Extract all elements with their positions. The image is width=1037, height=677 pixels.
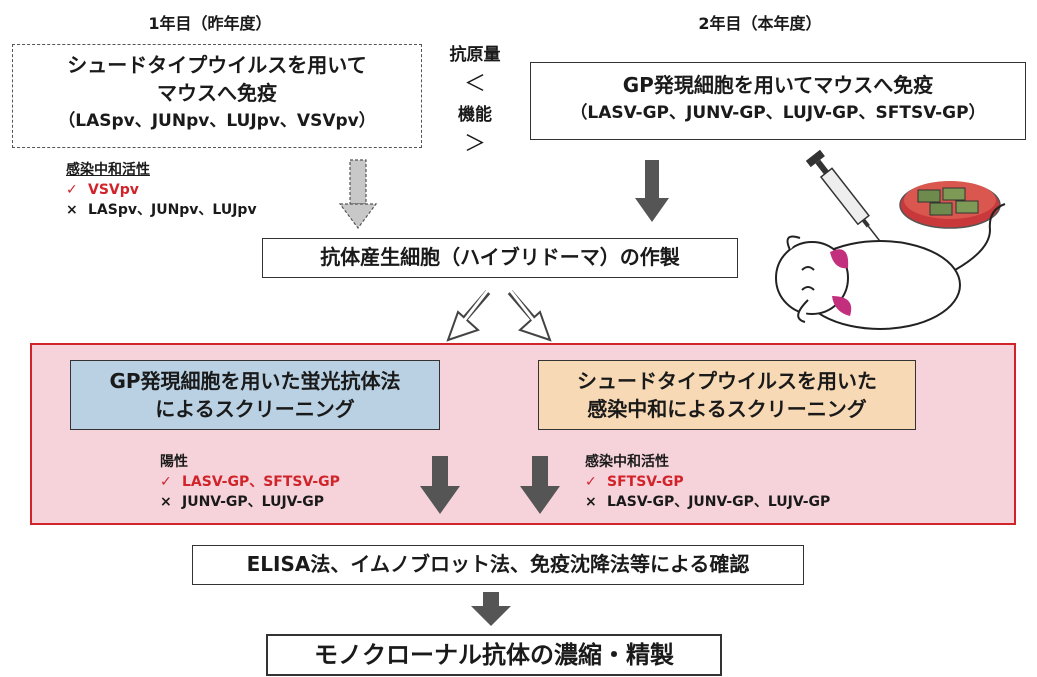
year2-box: GP発現細胞を用いてマウスへ免疫 （LASV-GP、JUNV-GP、LUJV-G… xyxy=(530,62,1026,140)
year2-heading: 2年目（本年度） xyxy=(698,14,822,33)
year1-check-text: VSVpv xyxy=(88,182,139,198)
screen-right-cross-item: × LASV-GP、JUNV-GP、LUJV-GP xyxy=(585,492,830,512)
dashed-down-arrow xyxy=(338,159,378,229)
year1-line3: （LASpv、JUNpv、LUJpv、VSVpv） xyxy=(58,111,376,131)
screen-left-check-text: LASV-GP、SFTSV-GP xyxy=(182,474,340,490)
comparison-bottom: 機能 xyxy=(458,105,492,125)
screen-left-check-item: ✓ LASV-GP、SFTSV-GP xyxy=(160,472,340,492)
year1-cross-item: × LASpv、JUNpv、LUJpv xyxy=(66,200,257,220)
final-text: モノクローナル抗体の濃縮・精製 xyxy=(314,641,674,669)
year1-results: 感染中和活性 ✓ VSVpv × LASpv、JUNpv、LUJpv xyxy=(66,160,257,220)
cross-icon: × xyxy=(160,494,172,510)
year1-result-title: 感染中和活性 xyxy=(66,162,150,178)
screen-right-result-title: 感染中和活性 xyxy=(585,454,669,470)
screen-right-cross-text: LASV-GP、JUNV-GP、LUJV-GP xyxy=(607,494,831,510)
screen-left-cross-item: × JUNV-GP、LUJV-GP xyxy=(160,492,340,512)
screen-left-result-title: 陽性 xyxy=(160,454,188,470)
split-arrow-right xyxy=(507,289,552,342)
hybridoma-box: 抗体産生細胞（ハイブリドーマ）の作製 xyxy=(262,238,738,278)
syringe-icon xyxy=(805,149,890,254)
hybridoma-text: 抗体産生細胞（ハイブリドーマ）の作製 xyxy=(320,245,680,269)
confirm-text: ELISA法、イムノブロット法、免疫沈降法等による確認 xyxy=(246,552,750,576)
check-icon: ✓ xyxy=(585,474,597,490)
final-box: モノクローナル抗体の濃縮・精製 xyxy=(266,634,722,676)
cross-icon: × xyxy=(585,494,597,510)
comparison: 抗原量 ＜ 機能 ＞ xyxy=(430,40,520,160)
year2-line2: （LASV-GP、JUNV-GP、LUJV-GP、SFTSV-GP） xyxy=(570,103,986,123)
screen-left-cross-text: JUNV-GP、LUJV-GP xyxy=(182,494,325,510)
down-arrow xyxy=(635,160,669,222)
screen-right-box: シュードタイプウイルスを用いた 感染中和によるスクリーニング xyxy=(538,360,916,430)
cross-icon: × xyxy=(66,202,78,218)
comparison-top: 抗原量 xyxy=(449,45,501,65)
down-arrow xyxy=(471,592,511,626)
mouse-illustration xyxy=(775,203,1006,330)
screen-right-check-text: SFTSV-GP xyxy=(607,474,684,490)
check-icon: ✓ xyxy=(66,182,78,198)
screen-left-results: 陽性 ✓ LASV-GP、SFTSV-GP × JUNV-GP、LUJV-GP xyxy=(160,452,340,512)
less-than-icon: ＜ xyxy=(463,72,486,97)
confirm-box: ELISA法、イムノブロット法、免疫沈降法等による確認 xyxy=(192,545,804,585)
year1-check-item: ✓ VSVpv xyxy=(66,180,257,200)
year2-line1: GP発現細胞を用いてマウスへ免疫 xyxy=(622,73,934,97)
year1-box: シュードタイプウイルスを用いて マウスへ免疫 （LASpv、JUNpv、LUJp… xyxy=(12,44,422,148)
year1-line1: シュードタイプウイルスを用いて xyxy=(67,53,367,77)
screen-left-line2: によるスクリーニング xyxy=(155,397,355,421)
screen-left-line1: GP発現細胞を用いた蛍光抗体法 xyxy=(109,369,401,393)
greater-than-icon: ＞ xyxy=(463,132,486,157)
screen-right-results: 感染中和活性 ✓ SFTSV-GP × LASV-GP、JUNV-GP、LUJV-G… xyxy=(585,452,830,512)
year1-heading: 1年目（昨年度） xyxy=(148,14,272,33)
year1-line2: マウスへ免疫 xyxy=(157,81,277,105)
screen-right-check-item: ✓ SFTSV-GP xyxy=(585,472,830,492)
cell-culture-dish-icon xyxy=(899,181,1001,229)
screen-right-line1: シュードタイプウイルスを用いた xyxy=(577,369,877,393)
split-arrow-left xyxy=(446,289,491,342)
check-icon: ✓ xyxy=(160,474,172,490)
year1-cross-text: LASpv、JUNpv、LUJpv xyxy=(88,202,257,218)
screen-right-line2: 感染中和によるスクリーニング xyxy=(587,397,867,421)
screen-left-box: GP発現細胞を用いた蛍光抗体法 によるスクリーニング xyxy=(70,360,440,430)
